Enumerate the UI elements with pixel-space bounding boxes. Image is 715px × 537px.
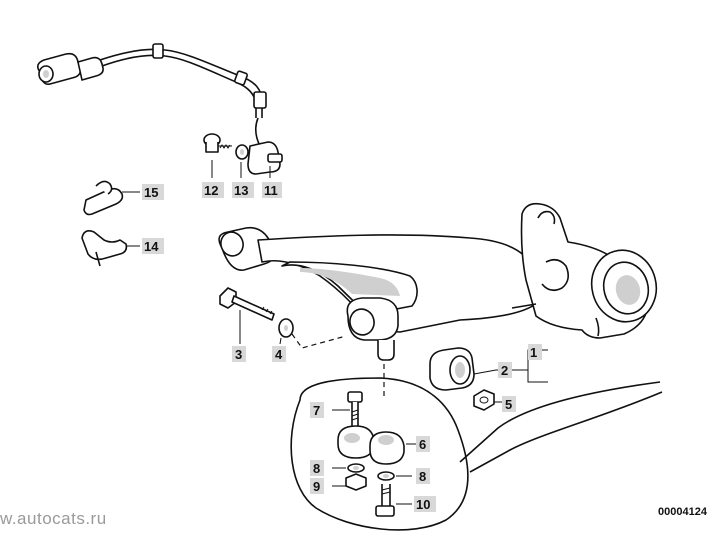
control-arm (218, 202, 658, 361)
svg-text:15: 15 (144, 185, 158, 200)
speed-sensor (247, 141, 283, 178)
bolt-3 (219, 287, 275, 344)
svg-text:3: 3 (235, 347, 242, 362)
callout-5: 5 (502, 396, 516, 412)
callout-10: 10 (414, 496, 436, 512)
svg-text:12: 12 (204, 183, 218, 198)
callout-8-left: 8 (310, 460, 324, 476)
washer-8-right (377, 471, 395, 481)
svg-text:14: 14 (144, 239, 159, 254)
washer-8-left (347, 463, 365, 473)
callout-2: 2 (498, 362, 512, 378)
svg-text:8: 8 (419, 469, 426, 484)
svg-text:1: 1 (530, 345, 537, 360)
callout-7: 7 (310, 402, 324, 418)
svg-text:11: 11 (264, 183, 278, 198)
document-number: 00004124 (658, 506, 707, 518)
bolt-12 (203, 133, 232, 178)
svg-text:7: 7 (313, 403, 320, 418)
mount-6 (337, 425, 416, 465)
callout-1: 1 (528, 344, 542, 360)
callout-14: 14 (142, 238, 164, 254)
sensor-cable (36, 43, 267, 147)
svg-text:5: 5 (505, 397, 512, 412)
nut-9 (345, 473, 367, 491)
callout-11: 11 (262, 182, 282, 198)
watermark-text: w.autocats.ru (0, 509, 107, 528)
clip-14 (81, 230, 140, 267)
callout-3: 3 (232, 346, 246, 362)
svg-text:10: 10 (416, 497, 430, 512)
bolt-10 (375, 484, 395, 517)
clip-15 (83, 180, 140, 216)
nut-5 (473, 389, 502, 411)
callout-15: 15 (142, 184, 164, 200)
bolt-7 (347, 391, 363, 431)
pointer-line (459, 381, 661, 463)
detail-outline (290, 377, 469, 531)
callout-13: 13 (232, 182, 254, 198)
callout-9: 9 (310, 478, 324, 494)
washer-4 (278, 318, 294, 345)
bushing-2 (429, 347, 475, 391)
svg-text:2: 2 (501, 363, 508, 378)
svg-text:13: 13 (234, 183, 248, 198)
svg-text:6: 6 (419, 437, 426, 452)
washer-13 (235, 144, 249, 178)
svg-text:9: 9 (313, 479, 320, 494)
callout-12: 12 (202, 182, 224, 198)
callout-8-right: 8 (416, 468, 430, 484)
svg-text:4: 4 (275, 347, 283, 362)
callout-6: 6 (416, 436, 430, 452)
callout-4: 4 (272, 346, 286, 362)
svg-text:8: 8 (313, 461, 320, 476)
